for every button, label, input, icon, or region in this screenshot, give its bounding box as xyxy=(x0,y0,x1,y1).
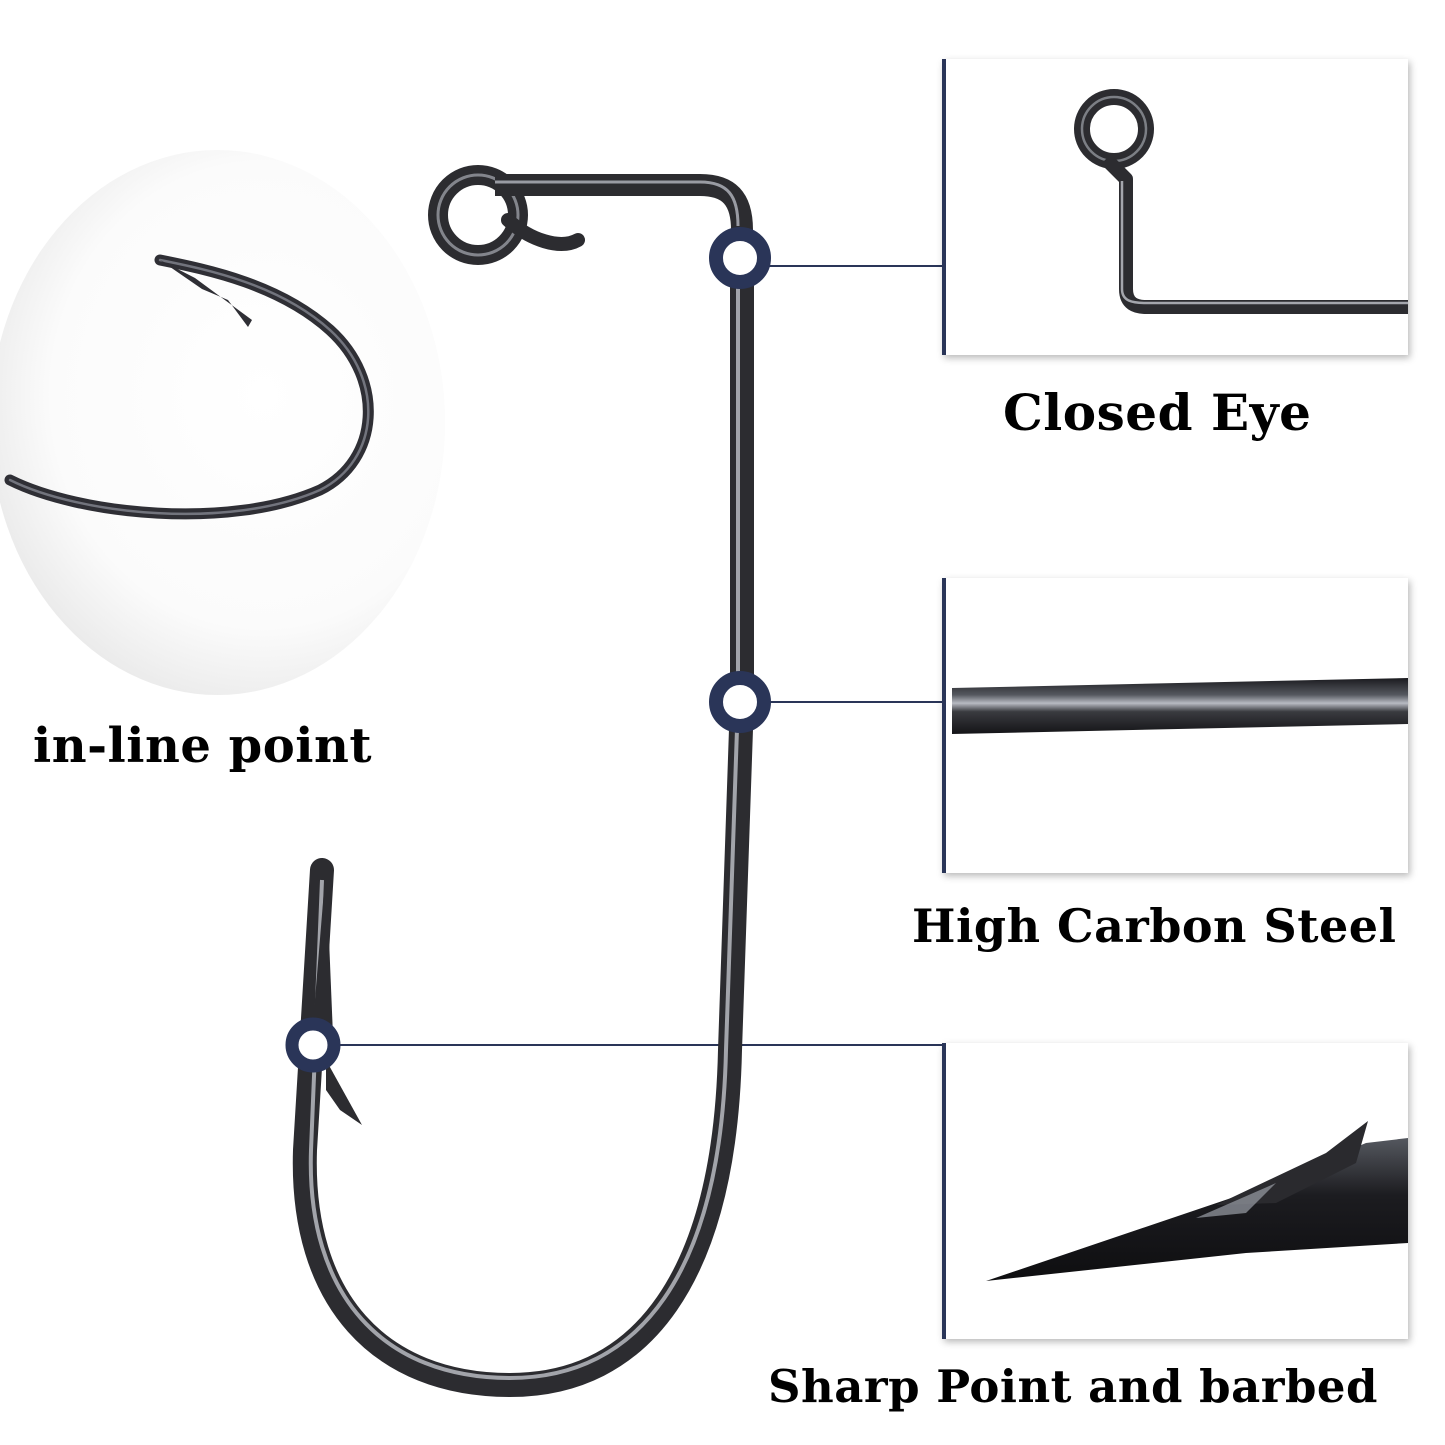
sharp-barbed-point-closeup-icon xyxy=(986,1121,1408,1281)
steel-wire-closeup-icon xyxy=(952,678,1408,734)
inline-point-hook-icon xyxy=(4,254,374,520)
inline-point-inset xyxy=(0,150,445,695)
sharp-point-label: Sharp Point and barbed xyxy=(768,1360,1379,1413)
closed-eye-label: Closed Eye xyxy=(1003,383,1312,442)
high-carbon-steel-panel xyxy=(942,578,1408,873)
ring-marker-icon xyxy=(709,227,771,289)
ring-markers xyxy=(285,227,771,1073)
closed-eye-closeup-icon xyxy=(1074,89,1408,314)
sharp-point-panel xyxy=(942,1043,1408,1339)
closed-eye-panel xyxy=(942,59,1408,355)
hook-eye xyxy=(428,165,585,265)
ring-marker-icon xyxy=(709,671,771,733)
inline-point-label: in-line point xyxy=(33,718,373,774)
ring-marker-icon xyxy=(285,1017,341,1073)
high-carbon-steel-label: High Carbon Steel xyxy=(912,899,1397,953)
callout-lines xyxy=(315,265,942,1046)
